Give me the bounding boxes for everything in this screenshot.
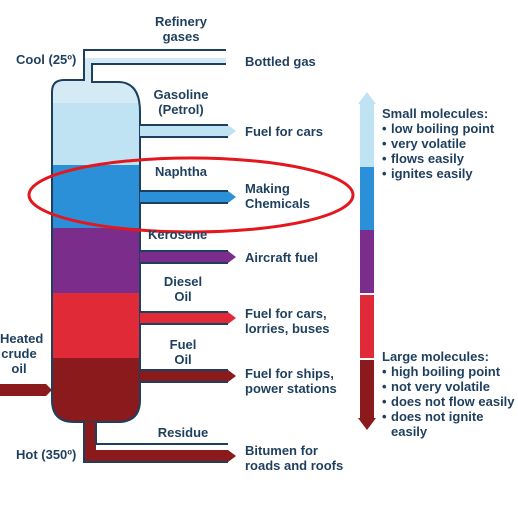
large-molecules-heading: Large molecules:	[382, 349, 489, 364]
naphtha-pipe	[139, 185, 236, 204]
fuel-oil-pipe	[139, 364, 236, 383]
gasoline-band	[52, 103, 140, 165]
cool-temperature-label: Cool (25º)	[16, 52, 77, 67]
residue-pipe	[83, 422, 236, 463]
fuel-oil-band	[52, 358, 140, 422]
use-bottled-gas: Bottled gas	[245, 54, 316, 69]
use-fuel-for-cars-lorries-buses: Fuel for cars, lorries, buses	[245, 306, 330, 336]
use-aircraft-fuel: Aircraft fuel	[245, 250, 318, 265]
small-molecules-list: low boiling point very volatile flows ea…	[382, 121, 516, 181]
list-item: flows easily	[382, 151, 516, 166]
gasoline-pipe	[139, 119, 236, 138]
use-making-chemicals: Making Chemicals	[245, 181, 311, 211]
crude-oil-inlet-pipe	[0, 384, 52, 396]
list-item: low boiling point	[382, 121, 516, 136]
use-fuel-for-ships-power-stations: Fuel for ships, power stations	[245, 366, 337, 396]
list-item: not very volatile	[382, 379, 516, 394]
large-molecules-list: high boiling point not very volatile doe…	[382, 364, 516, 439]
kerosene-pipe	[139, 245, 236, 264]
molecule-size-gauge	[358, 92, 376, 430]
list-item: very volatile	[382, 136, 516, 151]
hot-temperature-label: Hot (350º)	[16, 447, 77, 462]
fraction-name-residue: Residue	[157, 425, 209, 440]
small-molecules-properties: Small molecules: low boiling point very …	[382, 106, 516, 181]
large-molecules-properties: Large molecules: high boiling point not …	[382, 349, 516, 439]
use-bitumen: Bitumen for roads and roofs	[245, 443, 344, 473]
small-molecules-heading: Small molecules:	[382, 106, 489, 121]
heated-crude-oil-label: Heated crude oil	[0, 331, 44, 376]
list-item: ignites easily	[382, 166, 516, 181]
diesel-pipe	[139, 306, 236, 325]
naphtha-highlight-ellipse	[27, 156, 355, 234]
fraction-name-naphtha: Naphtha	[155, 164, 207, 179]
refinery-gas-pipe	[52, 58, 226, 103]
fraction-name-refinery-gases: Refinery gases	[154, 14, 208, 44]
fraction-name-fuel-oil: Fuel Oil	[169, 337, 197, 367]
tower-outline	[51, 49, 226, 400]
diesel-band	[52, 293, 140, 358]
use-fuel-for-cars: Fuel for cars	[245, 124, 324, 139]
fraction-name-diesel-oil: Diesel Oil	[163, 274, 203, 304]
kerosene-band	[52, 228, 140, 293]
list-item: does not flow easily	[382, 394, 516, 409]
fraction-name-kerosene: Kerosene	[148, 227, 208, 242]
fraction-name-gasoline: Gasoline (Petrol)	[153, 87, 209, 117]
list-item: high boiling point	[382, 364, 516, 379]
list-item: does not ignite easily	[382, 409, 516, 439]
